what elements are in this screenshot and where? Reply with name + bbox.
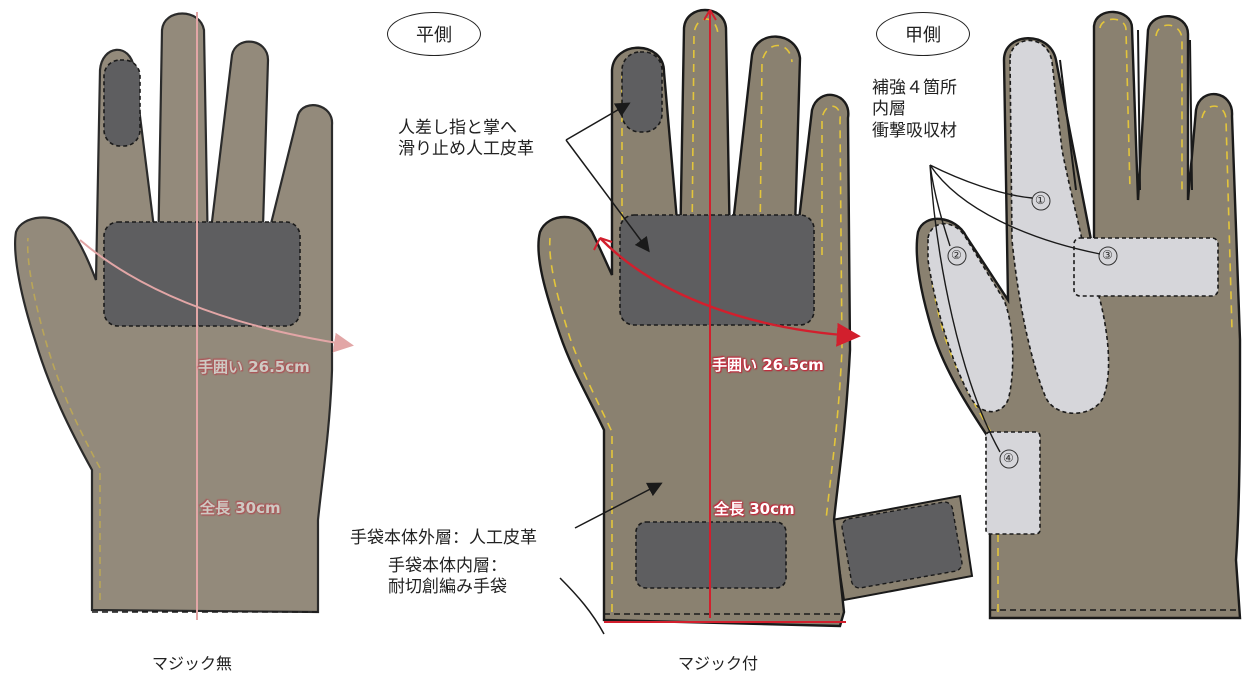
marker-1: ① (1035, 193, 1046, 207)
measure-middle-circumference: 手囲い 26.5cm (712, 356, 824, 374)
glove-left-palm-patch (103, 221, 301, 327)
reinforcement-pad-4 (985, 431, 1041, 535)
palm-side-label: 平側 (416, 25, 452, 46)
back-side-badge: 甲側 (876, 12, 970, 56)
glove-left-finger-patch (103, 59, 141, 147)
caption-no-velcro: マジック無 (152, 654, 233, 673)
callout-palm-line (565, 139, 650, 253)
marker-circle-4 (999, 449, 1019, 469)
glove-middle-palm-patch (619, 214, 815, 326)
glove-left-no-velcro (14, 12, 354, 620)
glove-right-stitch (928, 18, 1233, 612)
glove-left-stitch (26, 237, 101, 600)
annotation-inner-layer-line1: 手袋本体内層： (388, 556, 507, 576)
marker-circle-2 (947, 246, 967, 266)
annotation-reinforcement-line1: 補強４箇所 (872, 78, 957, 98)
velcro-strap-patch (841, 501, 963, 589)
measure-middle-length: 全長 30cm (714, 500, 795, 518)
measure-left-circumference: 手囲い 26.5cm (198, 358, 310, 376)
marker-3: ③ (1102, 248, 1113, 262)
caption-with-velcro: マジック付 (678, 654, 759, 673)
glove-left-circumference-line (79, 239, 354, 353)
annotation-reinforcement: 補強４箇所 内層 衝撃吸収材 (872, 78, 957, 142)
palm-side-badge: 平側 (387, 12, 481, 56)
back-side-label: 甲側 (905, 25, 941, 46)
annotation-finger-palm-line1: 人差し指と掌へ (398, 118, 517, 138)
reinforcement-pad-3 (1073, 237, 1219, 297)
annotation-inner-layer: 手袋本体内層： 耐切創編み手袋 (388, 556, 507, 599)
annotation-inner-layer-line2: 耐切創編み手袋 (388, 577, 507, 598)
annotation-reinforcement-line2: 内層 (872, 99, 906, 120)
glove-middle-palm (537, 8, 974, 635)
reinforcement-pad-1 (1009, 39, 1110, 414)
glove-right-finger-gaps (1059, 29, 1193, 191)
marker-4: ④ (1003, 451, 1014, 465)
glove-middle-finger-patch (621, 51, 663, 133)
reinforcement-pad-2 (927, 223, 1014, 413)
marker-circle-1 (1031, 191, 1051, 211)
glove-middle-circumference-line (599, 237, 861, 347)
annotation-finger-palm-line2: 滑り止め人工皮革 (398, 139, 534, 160)
marker-2: ② (951, 248, 962, 262)
annotation-finger-palm: 人差し指と掌へ 滑り止め人工皮革 (398, 118, 534, 161)
callout-inner-line (559, 577, 605, 635)
annotation-outer-layer: 手袋本体外層：人工皮革 (350, 528, 537, 548)
marker-circle-3 (1098, 246, 1118, 266)
annotation-reinforcement-line3: 衝撃吸収材 (872, 120, 957, 141)
callout-reinforce-lines (929, 164, 1101, 453)
callout-outer-line (574, 482, 663, 529)
glove-right-back (915, 10, 1242, 620)
measure-left-length: 全長 30cm (200, 499, 281, 517)
callout-finger-line (565, 102, 631, 141)
